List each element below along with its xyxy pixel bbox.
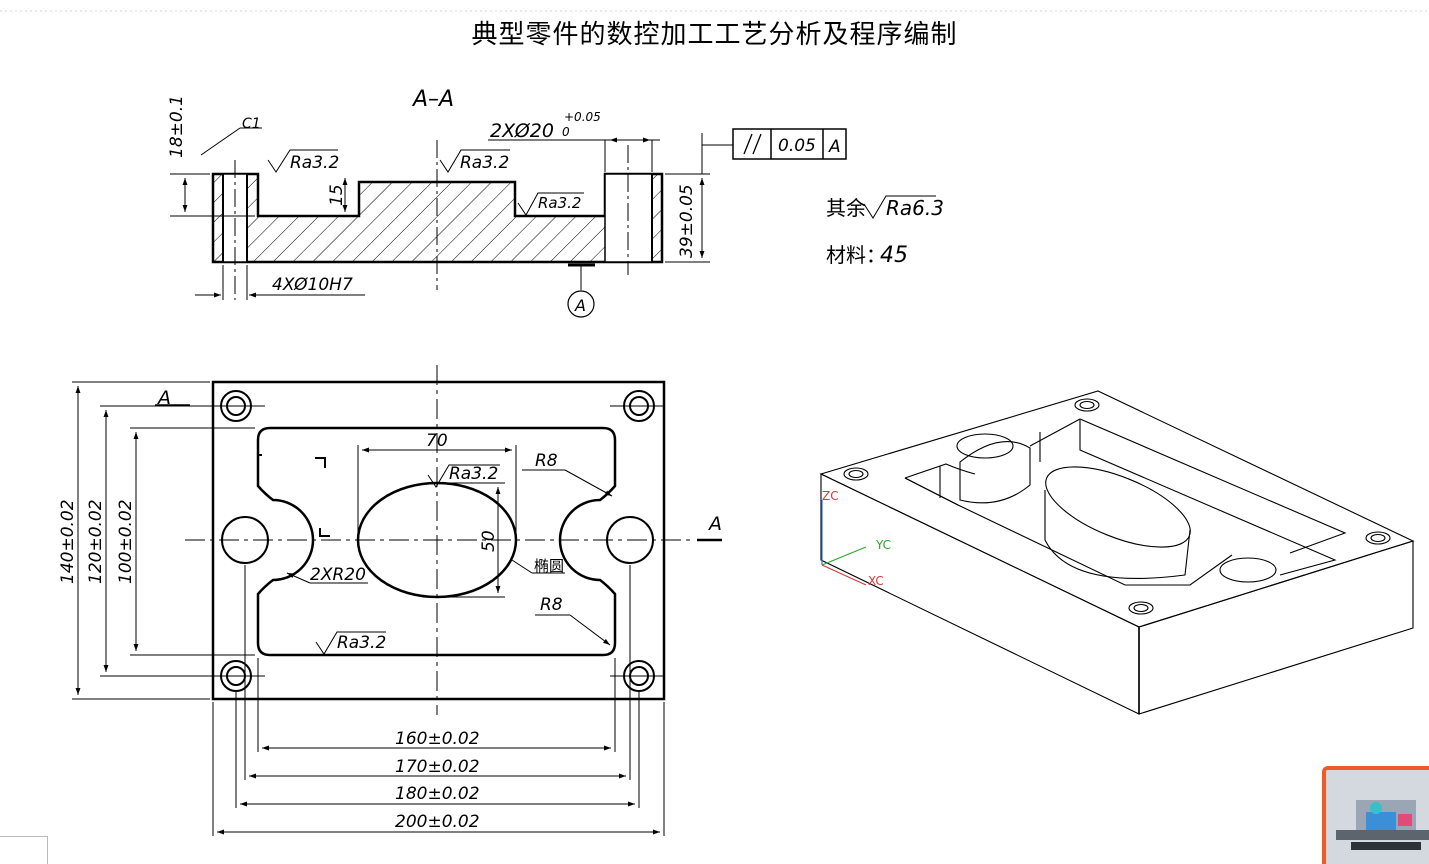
w170-label: 170±0.02 [395,757,480,777]
section-view [170,127,936,318]
counterbore-label: 2XØ20 [490,120,554,142]
height-tol-label: 18±0.1 [167,95,187,158]
chamfer-label: C1 [242,116,261,132]
w180-label: 180±0.02 [395,784,480,804]
ellipse-roughness-label: Ra3.2 [449,464,498,484]
tolerance-value: 0.05 [778,136,816,156]
section-right-label: A [707,513,722,535]
thickness-label: 39±0.05 [677,184,697,258]
pocket-roughness-label: Ra3.2 [337,633,386,653]
roughness-symbol-ellipse [427,464,500,488]
datum-marker-label: A [574,296,586,315]
datum-circle [567,290,595,318]
page-title: 典型零件的数控加工工艺分析及程序编制 [471,20,958,50]
section-left-label: A [156,387,171,409]
holes-label: 4XØ10H7 [272,275,353,295]
model-boss-top [1045,466,1191,548]
model-counterbore-top [956,433,1014,459]
r20-label: 2XR20 [310,565,366,585]
block-top [819,390,1415,628]
roughness-left-label: Ra3.2 [290,153,339,173]
axis-y-label: YC [875,538,891,552]
roughness-center-label: Ra3.2 [460,153,509,173]
w160-label: 160±0.02 [395,729,480,749]
tolerance-frame [732,128,847,160]
plan-view [72,365,722,836]
top-border [0,0,1429,12]
roughness-symbol-left [267,149,338,173]
model-counterbore-bottom [1219,557,1277,583]
roughness-symbol-center [439,149,510,173]
h120-label: 120±0.02 [86,499,106,584]
video-thumbnail[interactable] [1322,766,1429,864]
r8-bottom-label: R8 [540,595,563,615]
axis-x-label: XC [868,574,884,588]
roughness-step-label: Ra3.2 [538,194,581,212]
r8-top-label: R8 [535,451,558,471]
roughness-symbol-step [517,192,584,216]
w200-label: 200±0.02 [395,812,480,832]
roughness-symbol-pocket [315,631,386,655]
material-label: 材料： [826,243,886,267]
depth-label: 15 [327,184,347,206]
ellipse-label: 椭圆 [534,557,564,575]
rest-roughness-symbol [863,195,936,219]
block-front [820,473,1140,715]
thumbnail-preview-icon [1326,770,1429,864]
material-value: 45 [880,243,908,268]
counterbore-lower-tol: 0 [562,125,570,139]
rest-label: 其余 [826,196,866,220]
tolerance-datum: A [828,137,841,157]
section-label: A–A [411,87,454,112]
axis-z-label: ZC [822,489,839,503]
page-corner-mark [0,836,48,864]
pocket-outline [256,426,617,657]
rest-roughness-label: Ra6.3 [886,196,944,220]
section-body [211,172,664,264]
model-view [819,390,1415,715]
height-50-label: 50 [479,530,499,552]
counterbore-upper-tol: +0.05 [564,110,601,124]
h140-label: 140±0.02 [58,499,78,584]
block-right [1138,540,1414,715]
h100-label: 100±0.02 [116,499,136,584]
width-70-label: 70 [426,431,448,451]
